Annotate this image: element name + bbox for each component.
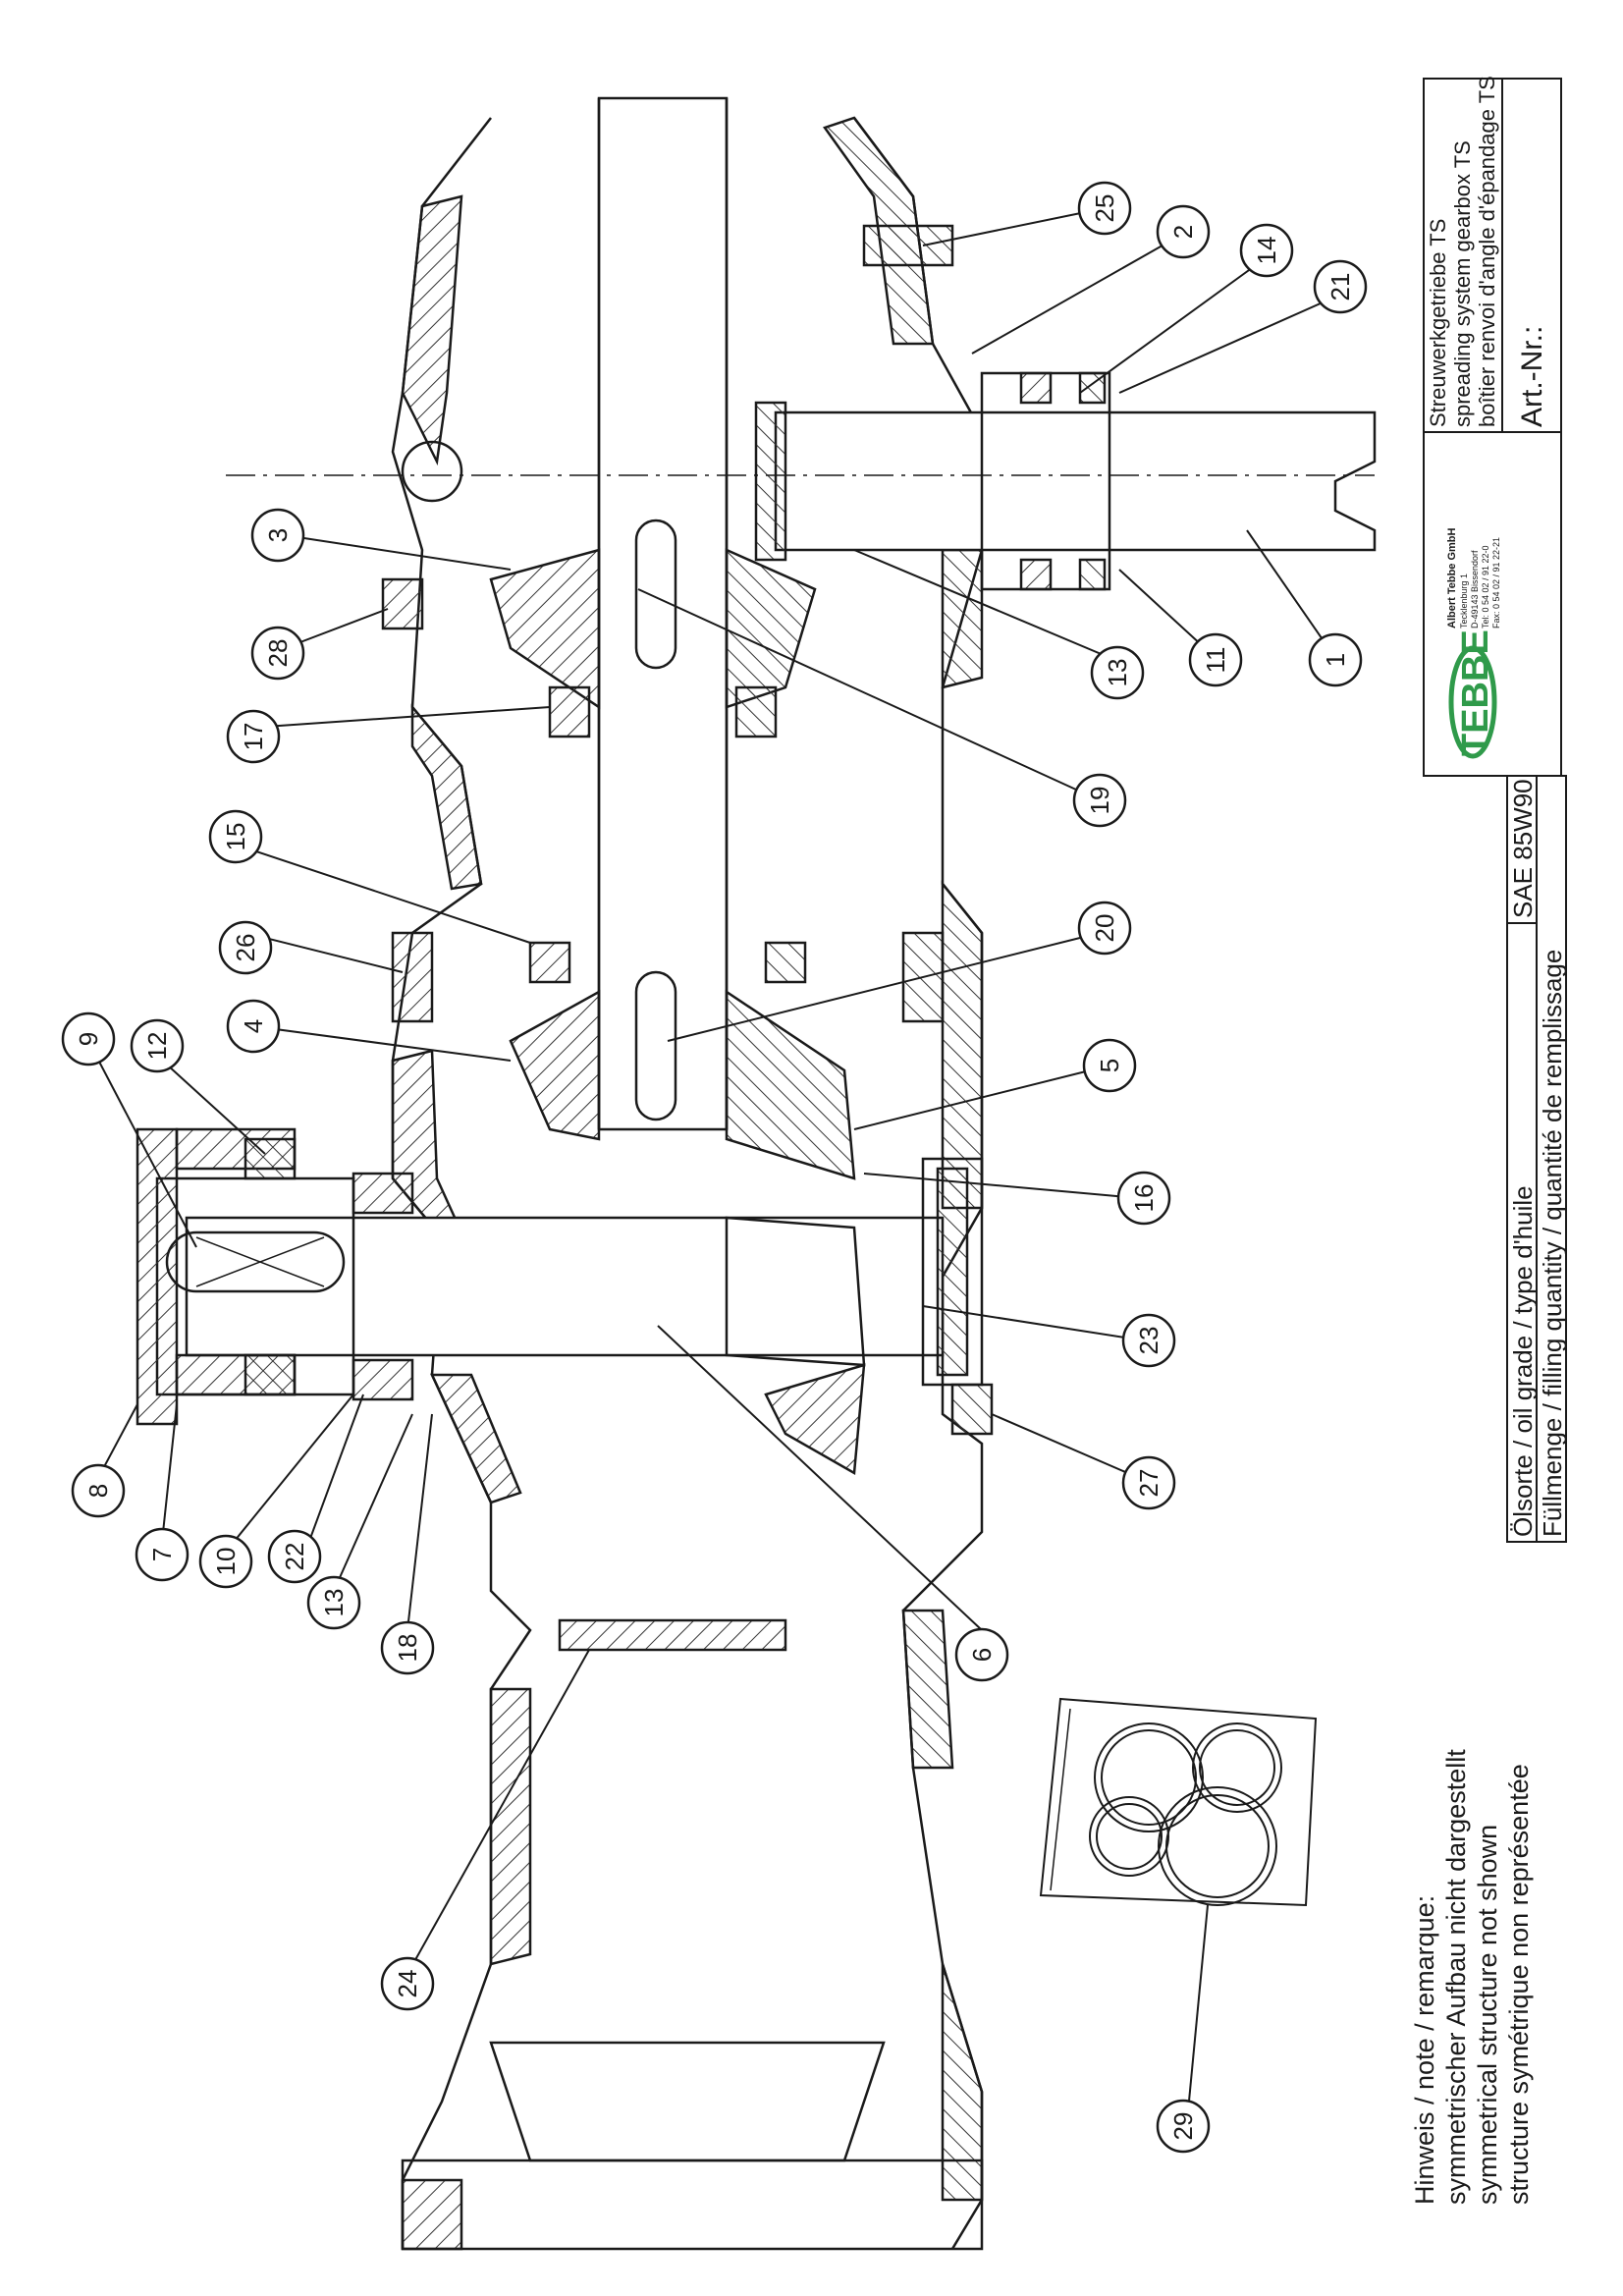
callout-25: 25 — [1077, 181, 1132, 236]
title-block-text: Streuwerkgetriebe TS spreading system ge… — [1426, 76, 1548, 629]
company-phone: Tel: 0 54 02 / 91 22-0 — [1481, 545, 1490, 629]
svg-text:13: 13 — [319, 1589, 349, 1617]
callout-leaders — [87, 207, 1341, 2112]
callout-27: 27 — [1121, 1455, 1176, 1510]
gearbox-section-view — [135, 96, 1377, 2251]
svg-text:15: 15 — [221, 823, 250, 851]
svg-text:7: 7 — [147, 1548, 177, 1561]
callout-16: 16 — [1116, 1171, 1171, 1226]
company-address-1: Tecklenburg 1 — [1459, 574, 1469, 629]
svg-text:19: 19 — [1085, 787, 1114, 815]
svg-text:9: 9 — [74, 1032, 103, 1046]
svg-text:17: 17 — [239, 723, 268, 751]
product-name-de: Streuwerkgetriebe TS — [1426, 219, 1450, 427]
callout-15: 15 — [208, 809, 263, 864]
callout-2: 2 — [1156, 204, 1211, 259]
svg-text:23: 23 — [1134, 1327, 1163, 1355]
oil-table-text: Ölsorte / oil grade / type d'huile SAE 8… — [1508, 779, 1567, 1537]
svg-text:4: 4 — [239, 1019, 268, 1033]
callout-23: 23 — [1121, 1313, 1176, 1368]
title-block — [1423, 78, 1562, 777]
callout-11: 11 — [1188, 632, 1243, 687]
svg-text:21: 21 — [1325, 273, 1355, 301]
callout-22: 22 — [267, 1529, 322, 1584]
callout-9: 9 — [61, 1011, 116, 1066]
oil-grade-label: Ölsorte / oil grade / type d'huile — [1508, 1185, 1538, 1537]
svg-text:8: 8 — [83, 1484, 113, 1498]
company-name: Albert Tebbe GmbH — [1446, 527, 1458, 629]
svg-text:18: 18 — [393, 1634, 422, 1663]
product-name-fr: boîtier renvoi d'angle d'épandage TS — [1475, 76, 1499, 427]
callout-17: 17 — [226, 709, 281, 764]
callout-7: 7 — [135, 1527, 189, 1582]
svg-text:1: 1 — [1321, 653, 1350, 667]
callout-14: 14 — [1239, 223, 1294, 278]
callout-8: 8 — [71, 1463, 126, 1518]
callout-10: 10 — [198, 1534, 253, 1589]
callout-29: 29 — [1156, 2099, 1211, 2154]
oil-filling-label: Füllmenge / filling quantity / quantité … — [1538, 950, 1567, 1537]
svg-text:12: 12 — [142, 1032, 172, 1061]
svg-text:11: 11 — [1201, 647, 1230, 674]
logo-text: TEBBE — [1455, 629, 1496, 756]
callout-4: 4 — [226, 999, 281, 1054]
callout-13-left: 13 — [306, 1575, 361, 1630]
note-heading: Hinweis / note / remarque: — [1410, 1895, 1439, 2205]
svg-text:2: 2 — [1168, 225, 1198, 239]
callout-24: 24 — [380, 1956, 435, 2011]
callout-3: 3 — [250, 508, 305, 563]
callout-1: 1 — [1308, 632, 1363, 687]
oil-grade-value: SAE 85W90 — [1508, 779, 1538, 918]
svg-text:24: 24 — [393, 1970, 422, 1998]
note-line-3: structure symétrique non représentée — [1504, 1764, 1534, 2205]
callout-28: 28 — [250, 626, 305, 681]
note-line-2: symmetrical structure not shown — [1473, 1825, 1502, 2205]
callout-19: 19 — [1072, 773, 1127, 828]
svg-text:6: 6 — [967, 1648, 997, 1662]
svg-text:14: 14 — [1252, 237, 1281, 265]
svg-text:28: 28 — [263, 639, 293, 668]
callout-20: 20 — [1077, 901, 1132, 956]
note-block: Hinweis / note / remarque: symmetrischer… — [1410, 1749, 1534, 2205]
svg-text:27: 27 — [1134, 1469, 1163, 1498]
svg-text:29: 29 — [1168, 2112, 1198, 2141]
product-name-en: spreading system gearbox TS — [1450, 140, 1475, 427]
callout-6: 6 — [954, 1627, 1009, 1682]
svg-text:10: 10 — [211, 1548, 241, 1576]
svg-text:16: 16 — [1129, 1184, 1159, 1213]
svg-text:20: 20 — [1090, 914, 1119, 943]
callout-bubbles: 1 2 3 4 5 6 7 8 9 10 11 12 13 13 14 15 1… — [61, 181, 1368, 2154]
svg-text:13: 13 — [1103, 659, 1132, 687]
company-address-2: D-49143 Bissendorf — [1470, 550, 1480, 629]
callout-26: 26 — [218, 920, 273, 975]
svg-text:25: 25 — [1090, 194, 1119, 223]
callout-21: 21 — [1313, 259, 1368, 314]
callout-18: 18 — [380, 1620, 435, 1675]
tebbe-logo: TEBBE — [1448, 629, 1497, 759]
circlip-set-detail — [1039, 1697, 1318, 1907]
callout-5: 5 — [1082, 1038, 1137, 1093]
callout-13-right: 13 — [1090, 645, 1145, 700]
callout-12: 12 — [130, 1018, 185, 1073]
svg-text:22: 22 — [280, 1543, 309, 1571]
art-no-label: Art.-Nr.: — [1516, 326, 1548, 427]
svg-text:26: 26 — [231, 934, 260, 962]
svg-text:5: 5 — [1095, 1059, 1124, 1072]
svg-text:3: 3 — [263, 528, 293, 542]
note-line-1: symmetrischer Aufbau nicht dargestellt — [1441, 1749, 1471, 2205]
company-fax: Fax: 0 54 02 / 91 22-21 — [1491, 537, 1501, 629]
